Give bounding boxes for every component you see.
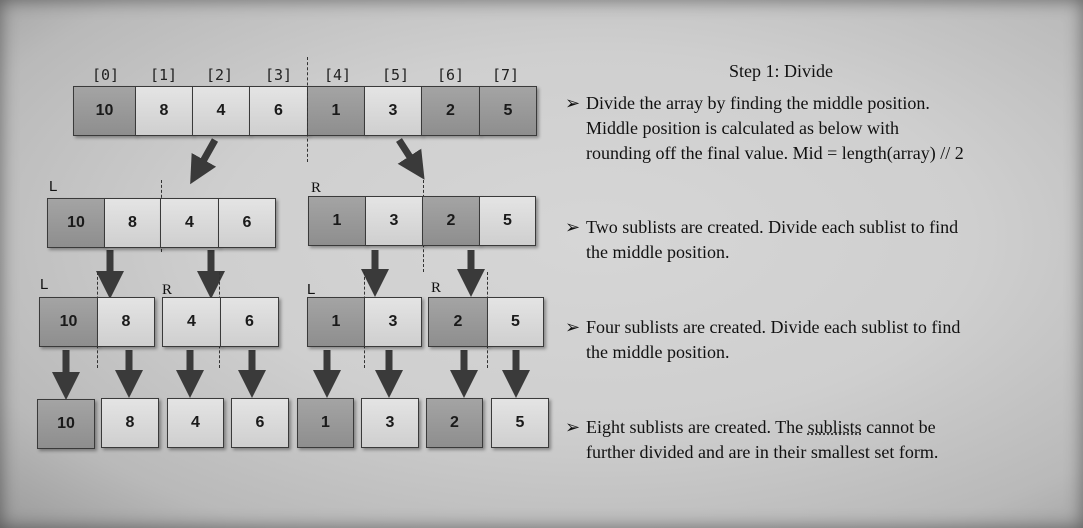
index-label: [0] (92, 66, 120, 84)
bullet-line: Middle position is calculated as below w… (586, 118, 899, 138)
array-cell: 2 (421, 86, 480, 136)
bullet-arrow-icon: ➢ (565, 317, 581, 337)
array-cell: 1 (307, 86, 365, 136)
bullet-line: rounding off the final value. Mid = leng… (586, 143, 964, 163)
bullet-line: further divided and are in their smalles… (586, 442, 939, 462)
array-cell: 10 (73, 86, 136, 136)
tag-a: L (40, 276, 49, 293)
bullet-line: the middle position. (586, 242, 730, 262)
sublist-cell: 5 (487, 297, 544, 347)
sublist-cell: 10 (47, 198, 105, 248)
array-cell: 6 (249, 86, 308, 136)
bullet-line: Two sublists are created. Divide each su… (586, 217, 959, 237)
index-label: [1] (150, 66, 178, 84)
sublist-cell: 8 (104, 198, 161, 248)
single-cell: 4 (167, 398, 224, 448)
index-label: [6] (437, 66, 465, 84)
split-line-main (307, 57, 308, 162)
single-cell: 1 (297, 398, 354, 448)
sublist-cell: 10 (39, 297, 98, 347)
single-cell: 6 (231, 398, 289, 448)
sublist-cell: 2 (422, 196, 480, 246)
sublist-cell: 3 (365, 196, 423, 246)
index-label: [5] (382, 66, 410, 84)
index-label: [4] (324, 66, 352, 84)
bullet-text: cannot be (861, 417, 936, 437)
tag-c: L (307, 281, 316, 298)
sublist-cell: 4 (160, 198, 219, 248)
tag-b: R (162, 282, 173, 298)
bullet-line: the middle position. (586, 342, 730, 362)
tag-d: R (431, 280, 442, 296)
sublist-cell: 5 (479, 196, 536, 246)
bullet-line: Divide the array by finding the middle p… (586, 93, 930, 113)
bullet-line: Four sublists are created. Divide each s… (586, 317, 961, 337)
array-cell: 8 (135, 86, 193, 136)
array-cell: 4 (192, 86, 250, 136)
single-cell: 8 (101, 398, 159, 448)
single-cell: 2 (426, 398, 483, 448)
array-cell: 5 (479, 86, 537, 136)
bullet-arrow-icon: ➢ (565, 217, 581, 237)
sublist-cell: 3 (364, 297, 422, 347)
array-cell: 3 (364, 86, 422, 136)
sublist-cell: 8 (97, 297, 155, 347)
sublist-cell: 6 (218, 198, 276, 248)
bullet-text: Eight sublists are created. The (586, 417, 808, 437)
index-label: [3] (265, 66, 293, 84)
index-label: [7] (492, 66, 520, 84)
arrow-split-left (190, 138, 219, 185)
sublist-cell: 2 (428, 297, 488, 347)
step-title: Step 1: Divide (729, 61, 833, 81)
single-cell: 10 (37, 399, 95, 449)
right-tag: R (311, 180, 322, 196)
bullet-arrow-icon: ➢ (565, 417, 581, 437)
sublist-cell: 6 (220, 297, 279, 347)
left-tag: L (49, 178, 58, 195)
sublist-cell: 1 (307, 297, 365, 347)
sublist-cell: 1 (308, 196, 366, 246)
arrow-split-right (396, 138, 425, 180)
bullet-line: Eight sublists are created. The sublists… (586, 415, 936, 440)
bullet-arrow-icon: ➢ (565, 93, 581, 113)
bullet-text-underlined: sublists (807, 417, 862, 437)
index-label: [2] (206, 66, 234, 84)
single-cell: 5 (491, 398, 549, 448)
single-cell: 3 (361, 398, 419, 448)
sublist-cell: 4 (162, 297, 221, 347)
